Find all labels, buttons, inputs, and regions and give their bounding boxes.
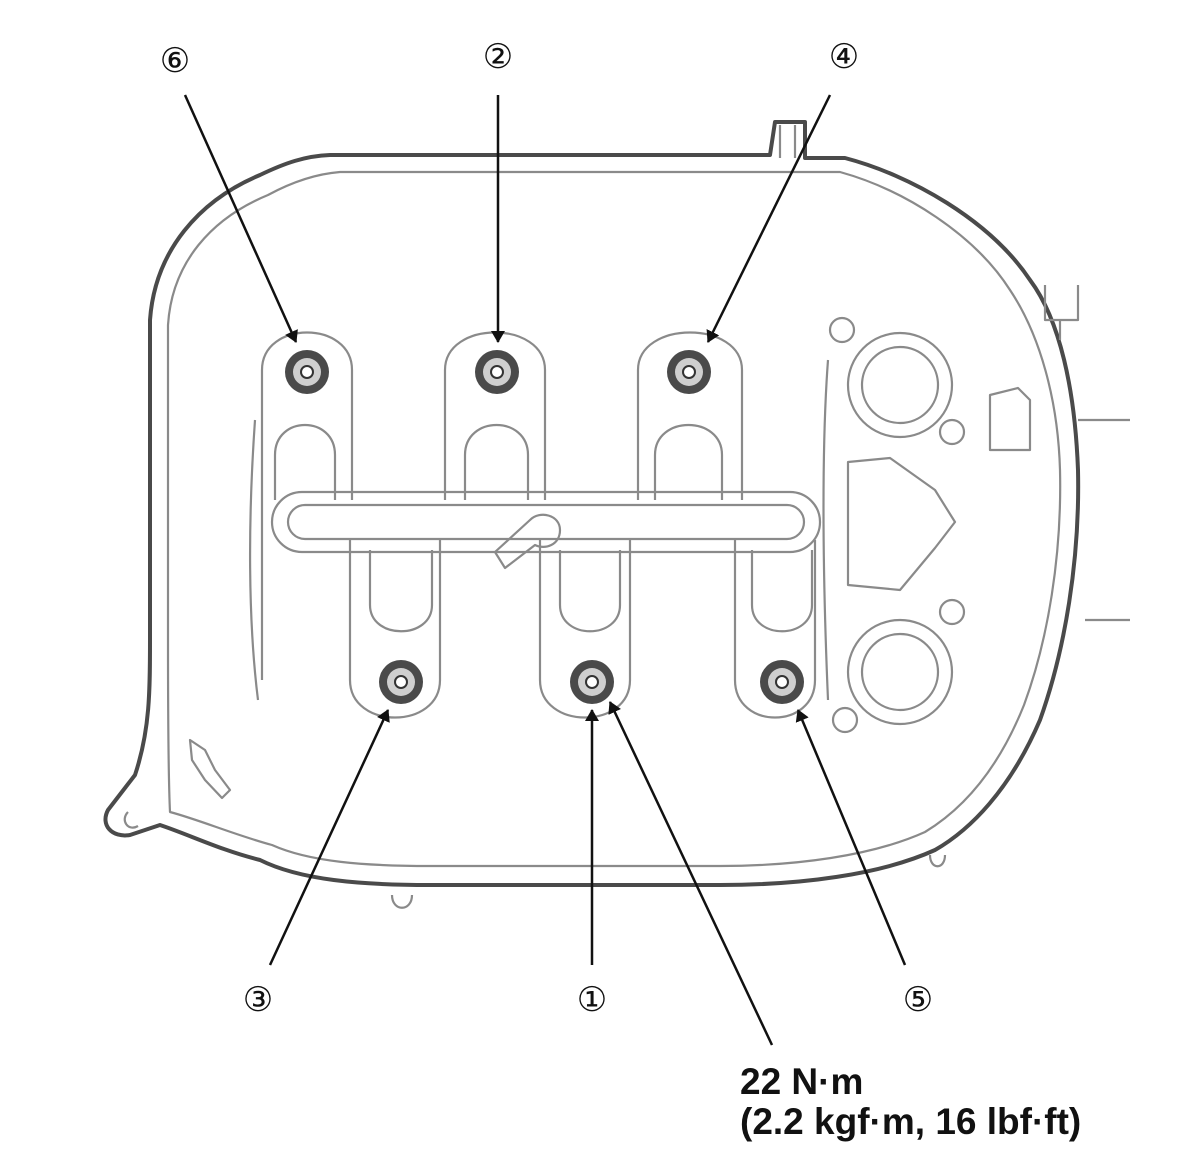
plenum-bar [270,490,822,570]
leader-6 [183,94,298,343]
callout-labels: ⑥ ② ④ ③ ① ⑤ [160,37,933,1020]
bolt-3 [379,660,423,704]
leader-5 [795,709,907,966]
right-side-ports [188,285,1130,800]
intake-runners [248,331,817,719]
bolt-4 [667,350,711,394]
callout-3: ③ [243,980,273,1020]
callout-1: ① [577,980,607,1020]
leader-torque [608,701,774,1046]
bolt-2 [475,350,519,394]
callout-5: ⑤ [903,980,933,1020]
leader-arrows [183,94,907,1046]
manifold-body [103,120,1081,909]
callout-2: ② [483,37,513,77]
torque-value-alt: (2.2 kgf·m, 16 lbf·ft) [740,1101,1082,1142]
leader-3 [268,709,390,966]
bolt-1 [570,660,614,704]
callout-4: ④ [829,37,859,77]
bolt-5 [760,660,804,704]
torque-spec: 22 N·m (2.2 kgf·m, 16 lbf·ft) [740,1062,1081,1142]
bolts [285,350,804,704]
leader-4 [706,94,832,343]
torque-value-metric: 22 N·m [740,1061,864,1102]
callout-6: ⑥ [160,41,190,81]
bolt-6 [285,350,329,394]
